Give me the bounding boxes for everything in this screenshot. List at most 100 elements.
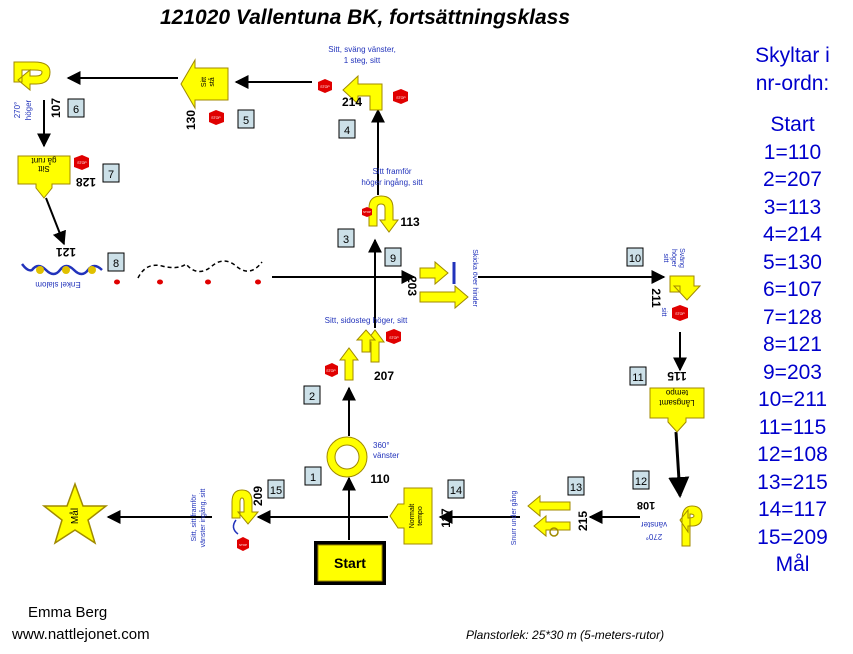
station-caption: 1 steg, sitt xyxy=(344,56,381,65)
step-number: 7 xyxy=(108,169,114,181)
station-caption: tempo xyxy=(665,388,688,397)
station-14: Normalt tempo 14 117 xyxy=(389,479,465,545)
turn-right-arrow-icon xyxy=(669,275,702,301)
step-number: 13 xyxy=(570,482,582,494)
station-caption: gå runt xyxy=(31,156,57,165)
sign-number: 211 xyxy=(649,288,663,308)
station-13: 13 215 Snurr under gång xyxy=(510,476,590,546)
legend-item: 9=203 xyxy=(763,360,822,384)
station-caption: sitt xyxy=(660,308,667,317)
finish-label: Mål xyxy=(69,508,81,524)
station-11: Långsamt tempo 11 115 xyxy=(629,366,705,433)
station-2: STOP STOP 2 207 Sitt, sidosteg höger, si… xyxy=(303,316,408,405)
course-diagram: Start Mål 1 110 360° vänster STOP STOP xyxy=(13,45,705,585)
station-5: Sitt stå STOP 5 130 xyxy=(180,58,255,130)
sign-number: 207 xyxy=(374,369,394,383)
circle-arrow-icon xyxy=(327,437,367,477)
legend-item: 6=107 xyxy=(763,278,822,301)
legend-item: 5=130 xyxy=(763,250,822,274)
sign-number: 214 xyxy=(342,95,362,109)
station-caption: Sväng xyxy=(678,248,685,268)
course-path xyxy=(37,71,690,540)
legend-heading: Skyltar i xyxy=(755,44,830,67)
step-number: 11 xyxy=(632,372,643,384)
start-label: Start xyxy=(334,555,366,571)
station-7: Sitt gå runt STOP 7 128 xyxy=(17,155,120,199)
legend-item: 12=108 xyxy=(757,443,828,466)
station-caption: tempo xyxy=(417,506,424,526)
sign-number: 203 xyxy=(405,276,419,296)
station-caption: höger xyxy=(670,249,677,268)
stop-label: STOP xyxy=(239,543,247,547)
u-turn-icon xyxy=(368,195,399,233)
station-12: 12 108 270° vänster xyxy=(632,470,703,547)
station-caption: sitt xyxy=(662,254,669,263)
station-9: 9 203 Skicka över hinder xyxy=(384,247,478,310)
legend-item: 1=110 xyxy=(763,140,822,164)
arrow-sign-icon xyxy=(17,155,71,199)
step-number: 12 xyxy=(635,476,647,488)
station-caption: vänster xyxy=(373,451,400,460)
loop-arrow-icon xyxy=(13,61,51,92)
station-caption: Sitt, sidosteg höger, sitt xyxy=(325,316,408,325)
loop-arrow-icon xyxy=(679,505,703,547)
sign-number: 121 xyxy=(56,245,76,259)
station-caption: höger ingång, sitt xyxy=(361,178,423,187)
step-number: 9 xyxy=(390,253,396,265)
legend-heading: nr-ordn: xyxy=(755,71,830,95)
start-sign: Start xyxy=(314,541,386,585)
stop-label: STOP xyxy=(77,161,87,165)
u-turn-icon xyxy=(231,489,260,525)
legend-item: 2=207 xyxy=(763,168,822,191)
sign-number: 110 xyxy=(370,472,390,486)
path-7-to-8 xyxy=(45,197,66,246)
station-caption: vänster ingång, sitt xyxy=(199,489,207,548)
step-number: 6 xyxy=(73,104,79,116)
spin-arrows-icon xyxy=(527,494,571,518)
step-number: 8 xyxy=(113,258,119,270)
station-caption: Snurr under gång xyxy=(510,491,518,546)
stop-label: STOP xyxy=(396,96,406,100)
station-caption: Sitt xyxy=(37,164,49,173)
website-link[interactable]: www.nattlejonet.com xyxy=(12,626,150,643)
legend-item: 4=214 xyxy=(763,223,822,246)
station-caption: Skicka över hinder xyxy=(471,249,478,307)
author-name: Emma Berg xyxy=(28,604,108,621)
legend-item: 10=211 xyxy=(757,388,828,411)
arrow-sign-icon xyxy=(389,487,433,545)
legend-item: Start xyxy=(770,113,815,136)
jump-arrows-icon xyxy=(419,260,449,286)
sign-number: 107 xyxy=(49,98,63,118)
sign-number: 209 xyxy=(251,486,265,506)
station-8: Enkel slalom 121 8 xyxy=(21,245,263,289)
path-11-to-12 xyxy=(668,431,690,499)
station-caption: Sitt, sitt framför xyxy=(191,494,198,542)
station-4: STOP STOP 4 214 Sitt, sväng vänster, 1 s… xyxy=(318,45,408,139)
step-number: 1 xyxy=(310,472,316,484)
legend-item: 7=128 xyxy=(763,305,822,329)
slalom-path-dashed xyxy=(137,260,263,279)
stop-label: STOP xyxy=(675,312,685,316)
step-number: 14 xyxy=(450,485,462,497)
arrow-sign-icon xyxy=(180,58,229,110)
sign-number: 113 xyxy=(400,215,420,229)
legend-item: 15=209 xyxy=(757,525,828,549)
station-caption: Sitt framför xyxy=(372,167,411,176)
legend-item: 8=121 xyxy=(763,333,822,356)
station-caption: 270° xyxy=(646,532,663,541)
step-number: 15 xyxy=(270,485,282,497)
finish-star: Mål xyxy=(41,481,109,545)
station-caption: 270° xyxy=(13,102,22,119)
sign-order-legend: Skyltar i nr-ordn: Start 1=110 2=207 3=1… xyxy=(732,42,853,579)
station-caption: Enkel slalom xyxy=(35,280,81,289)
legend-item: Mål xyxy=(775,553,810,576)
sign-number: 128 xyxy=(76,175,96,189)
station-caption: stå xyxy=(208,77,216,86)
station-10: STOP 10 211 Sväng höger sitt sitt xyxy=(626,247,702,321)
sign-number: 215 xyxy=(576,511,590,531)
station-3: STOP 3 113 Sitt framför höger ingång, si… xyxy=(337,167,423,248)
page-title: 121020 Vallentuna BK, fortsättningsklass xyxy=(159,6,571,29)
step-number: 10 xyxy=(629,253,641,265)
station-caption: 360° xyxy=(373,441,390,450)
